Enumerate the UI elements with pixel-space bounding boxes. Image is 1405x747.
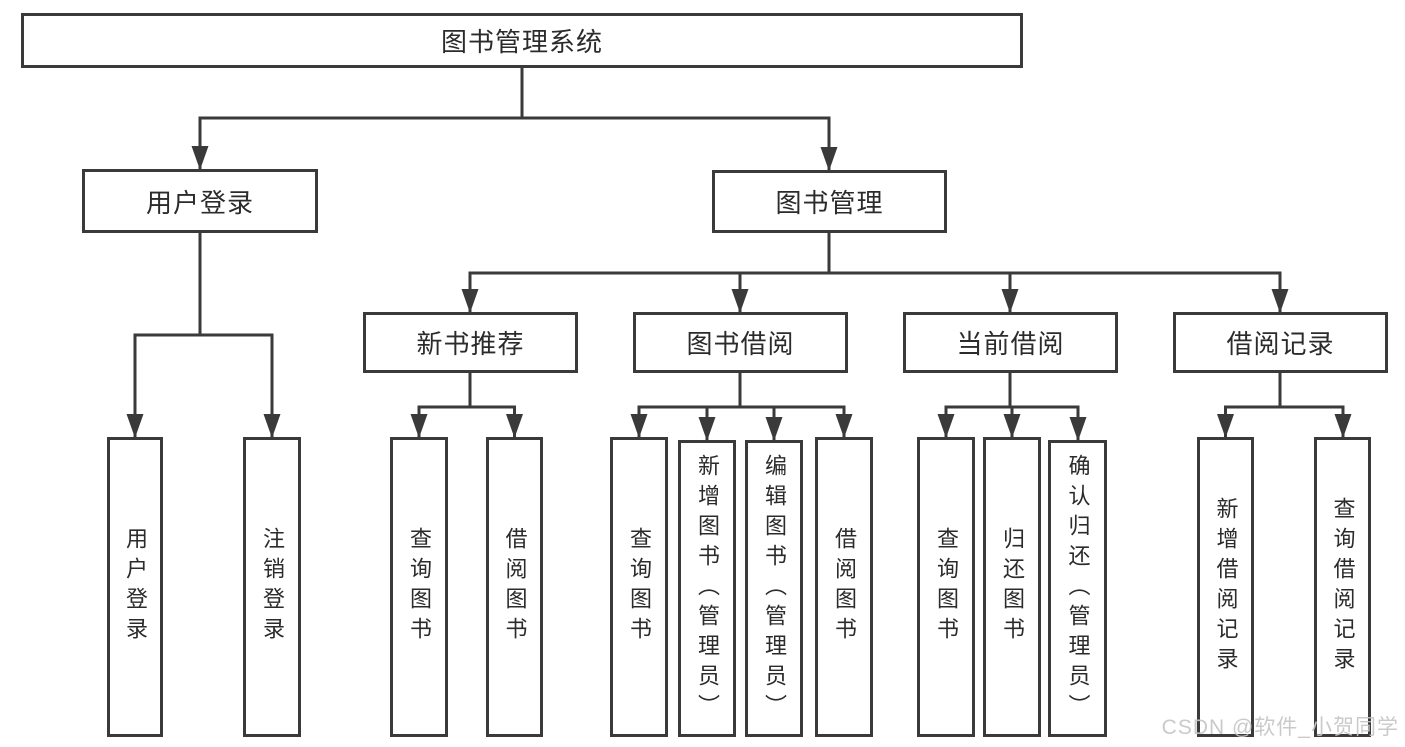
node-current-borrow-label: 当前借阅 [956,329,1065,359]
node-current-borrow: 当前借阅 [903,312,1118,373]
leaf-records-add-record-label: 新增借阅记录 [1213,497,1239,677]
leaf-borrow-borrow-books-label: 借阅图书 [832,527,857,647]
leaf-user-login: 用户登录 [107,437,163,737]
leaf-borrow-add-books-admin-label: 新增图书（管理员） [695,453,720,724]
leaf-borrow-query-books-label: 查询图书 [627,527,652,647]
leaf-borrow-add-books-admin: 新增图书（管理员） [678,440,736,737]
node-borrow-records: 借阅记录 [1173,312,1388,373]
leaf-borrow-edit-books-admin: 编辑图书（管理员） [745,440,803,737]
leaf-borrow-query-books: 查询图书 [610,437,668,737]
leaf-records-query-record-label: 查询借阅记录 [1330,497,1356,677]
leaf-recommend-borrow-books: 借阅图书 [486,437,543,737]
leaf-logout-login-label: 注销登录 [260,527,285,647]
node-library-system-label: 图书管理系统 [440,27,603,57]
node-user-login: 用户登录 [82,169,318,233]
leaf-user-login-label: 用户登录 [123,527,148,647]
leaf-current-query-books: 查询图书 [917,437,975,737]
leaf-records-add-record: 新增借阅记录 [1197,437,1254,737]
node-book-management: 图书管理 [712,170,947,233]
node-borrow-records-label: 借阅记录 [1226,329,1335,359]
leaf-current-return-books: 归还图书 [983,437,1041,737]
csdn-watermark: CSDN @软件_小贺同学 [1161,716,1399,739]
node-book-borrow-label: 图书借阅 [686,329,795,359]
leaf-borrow-edit-books-admin-label: 编辑图书（管理员） [762,453,787,724]
leaf-recommend-query-books-label: 查询图书 [407,527,432,647]
node-library-system: 图书管理系统 [21,13,1023,68]
leaf-borrow-borrow-books: 借阅图书 [815,437,873,737]
leaf-current-confirm-return-admin-label: 确认归还（管理员） [1065,453,1091,724]
leaf-recommend-borrow-books-label: 借阅图书 [502,527,528,647]
node-book-borrow: 图书借阅 [633,312,848,373]
leaf-records-query-record: 查询借阅记录 [1314,437,1371,737]
leaf-current-confirm-return-admin: 确认归还（管理员） [1048,440,1107,737]
node-user-login-label: 用户登录 [145,187,254,218]
node-new-book-recommend: 新书推荐 [363,312,578,373]
leaf-current-query-books-label: 查询图书 [934,527,959,647]
node-new-book-recommend-label: 新书推荐 [416,329,525,359]
leaf-recommend-query-books: 查询图书 [390,437,448,737]
leaf-current-return-books-label: 归还图书 [1000,527,1025,647]
leaf-logout-login: 注销登录 [243,437,301,737]
node-book-management-label: 图书管理 [775,188,884,218]
